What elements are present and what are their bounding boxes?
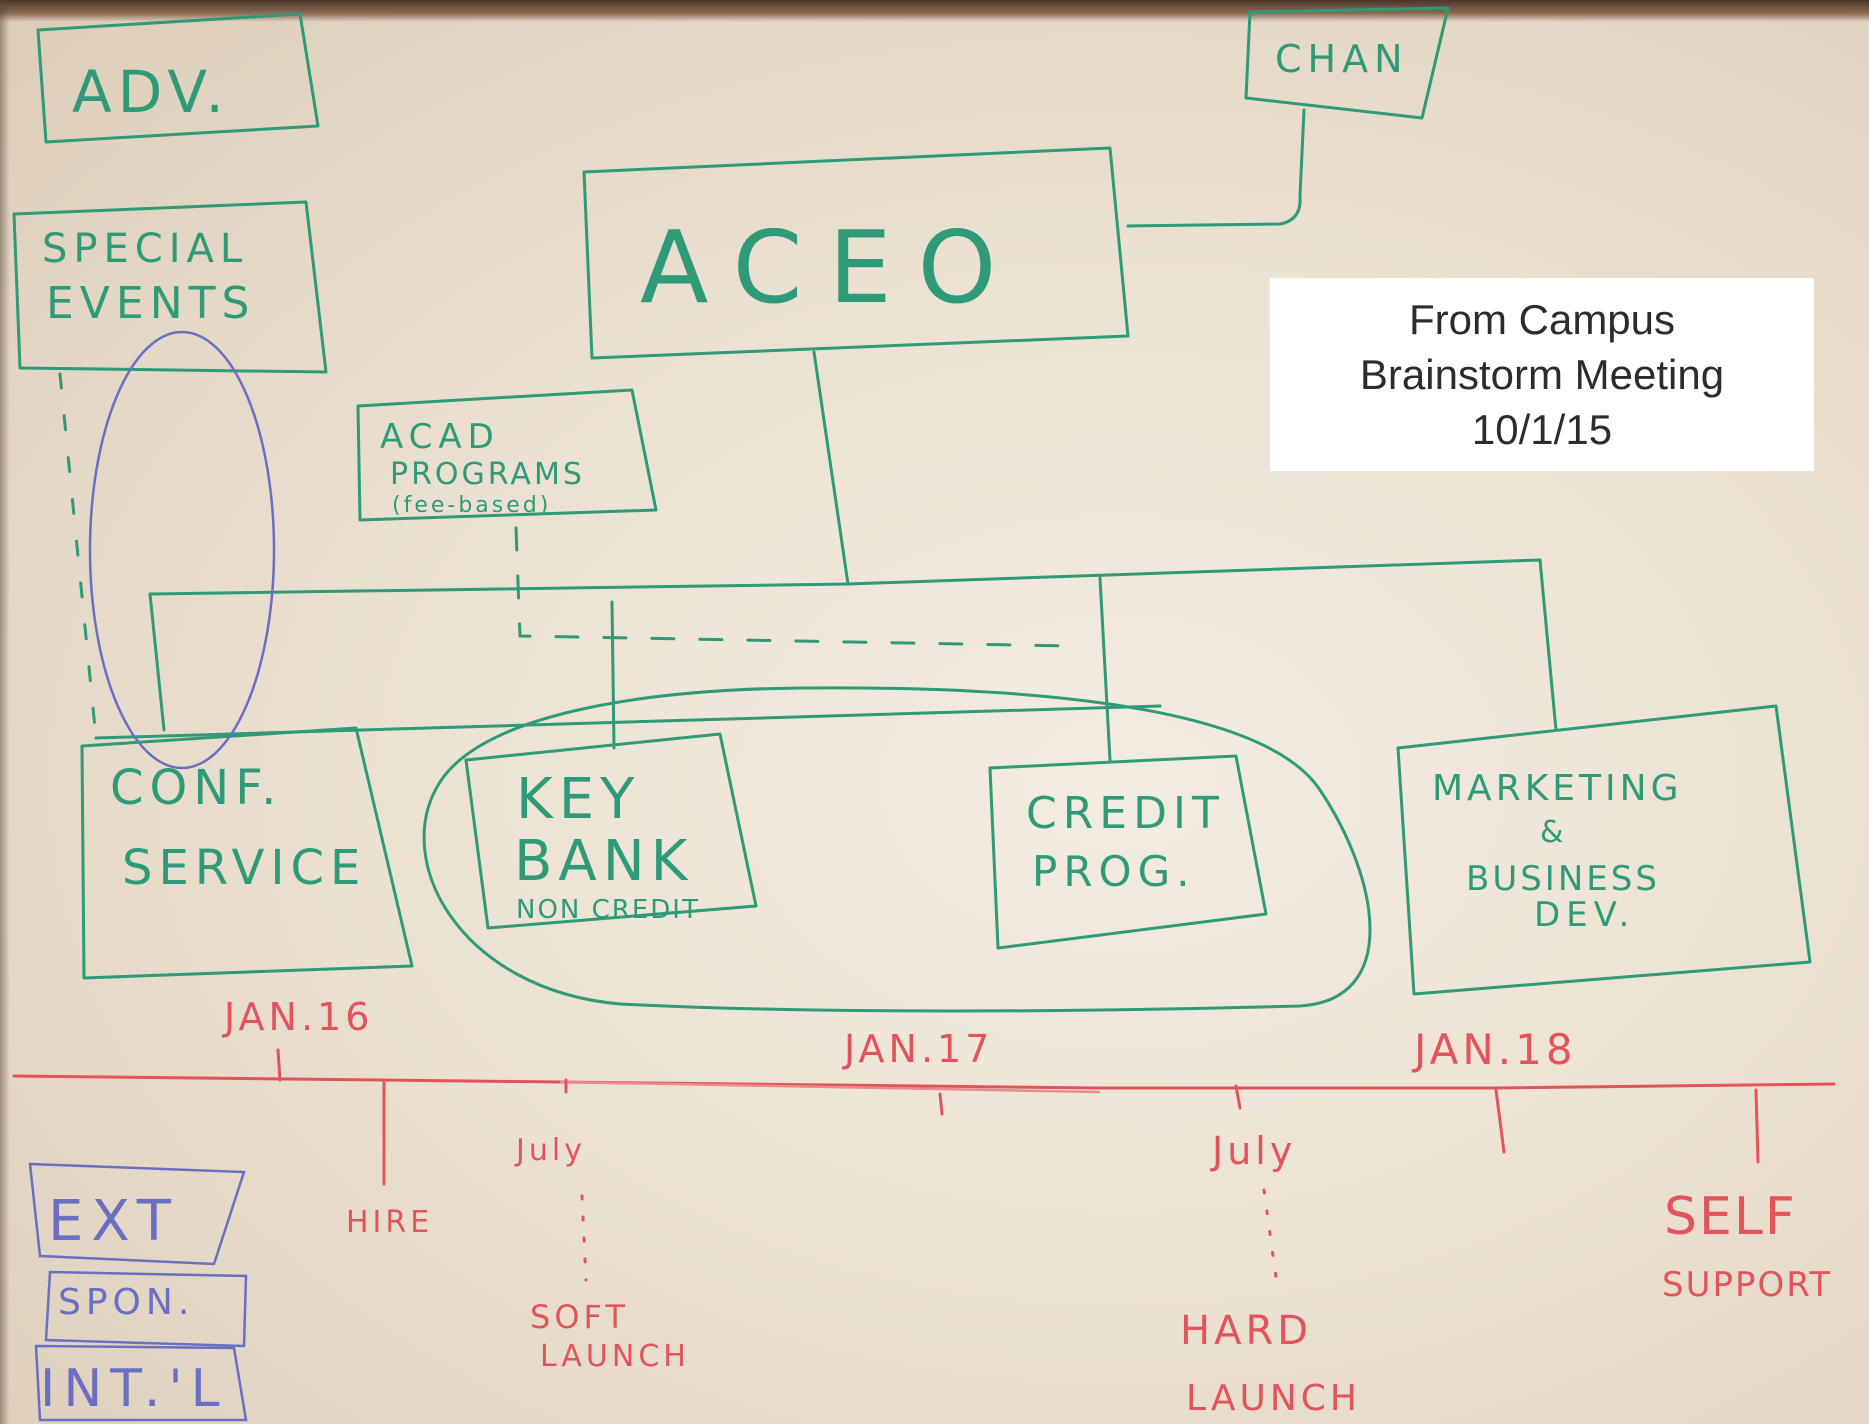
acad-programs-box: ACAD PROGRAMS (fee-based) <box>356 388 658 522</box>
special-events-box: SPECIAL EVENTS <box>12 200 328 374</box>
ext-spon-intl-stack: EXT SPON. INT.'L <box>28 1162 248 1422</box>
special-events-label-1: SPECIAL <box>42 226 248 272</box>
chan-box: CHAN <box>1244 6 1450 120</box>
special-events-label-2: EVENTS <box>46 278 255 329</box>
adv-label: ADV. <box>72 58 230 126</box>
conf-service-label-2: SERVICE <box>122 840 366 896</box>
timeline: JAN.16 JAN.17 JAN.18 July July HIRE SOFT… <box>12 995 1836 1419</box>
org-connectors <box>58 108 1558 1013</box>
acad-programs-label-3: (fee-based) <box>392 493 551 518</box>
key-bank-label-3: NON CREDIT <box>516 895 700 925</box>
key-bank-box: KEY BANK NON CREDIT <box>464 732 758 930</box>
timeline-self-support-1: SELF <box>1664 1187 1797 1247</box>
caption-line-1: From Campus <box>1408 296 1676 343</box>
marketing-business-dev-box: MARKETING & BUSINESS DEV. <box>1396 704 1812 996</box>
timeline-july-1: July <box>514 1133 586 1168</box>
ext-label: EXT <box>48 1189 179 1254</box>
timeline-july-2: July <box>1210 1129 1296 1173</box>
intl-label: INT.'L <box>40 1359 228 1419</box>
aceo-box: ACEO <box>582 146 1130 360</box>
whiteboard-frame-top <box>0 0 1869 22</box>
caption-line-3: 10/1/15 <box>1471 406 1613 453</box>
timeline-soft-launch-2: LAUNCH <box>540 1339 690 1374</box>
credit-prog-label-2: PROG. <box>1032 847 1195 896</box>
timeline-hard-launch-2: LAUNCH <box>1186 1378 1361 1419</box>
timeline-jan16: JAN.16 <box>222 995 373 1039</box>
spon-label: SPON. <box>58 1282 194 1323</box>
aceo-label: ACEO <box>640 209 1022 326</box>
conf-service-box: CONF. SERVICE <box>80 726 414 980</box>
acad-programs-label-1: ACAD <box>380 417 500 457</box>
chan-label: CHAN <box>1275 37 1409 81</box>
credit-prog-label-1: CREDIT <box>1026 788 1225 839</box>
adv-box: ADV. <box>36 12 320 144</box>
conf-service-label-1: CONF. <box>110 760 282 816</box>
timeline-jan18: JAN.18 <box>1411 1025 1577 1074</box>
caption-line-2: Brainstorm Meeting <box>1359 351 1725 398</box>
marketing-label-4: DEV. <box>1534 895 1635 935</box>
whiteboard-frame-left <box>0 0 10 1424</box>
timeline-hire: HIRE <box>346 1205 433 1240</box>
marketing-label-2: & <box>1540 815 1569 850</box>
blue-oval <box>88 330 276 770</box>
acad-programs-label-2: PROGRAMS <box>390 457 585 492</box>
timeline-hard-launch-1: HARD <box>1180 1308 1312 1354</box>
key-bank-label-2: BANK <box>514 829 693 894</box>
timeline-self-support-2: SUPPORT <box>1662 1265 1832 1305</box>
credit-prog-box: CREDIT PROG. <box>988 754 1268 950</box>
timeline-soft-launch-1: SOFT <box>530 1298 629 1336</box>
caption-box: From Campus Brainstorm Meeting 10/1/15 <box>1270 278 1814 471</box>
marketing-label-3: BUSINESS <box>1466 859 1660 899</box>
marketing-label-1: MARKETING <box>1432 768 1683 809</box>
key-bank-label-1: KEY <box>516 767 640 832</box>
timeline-jan17: JAN.17 <box>842 1027 993 1071</box>
